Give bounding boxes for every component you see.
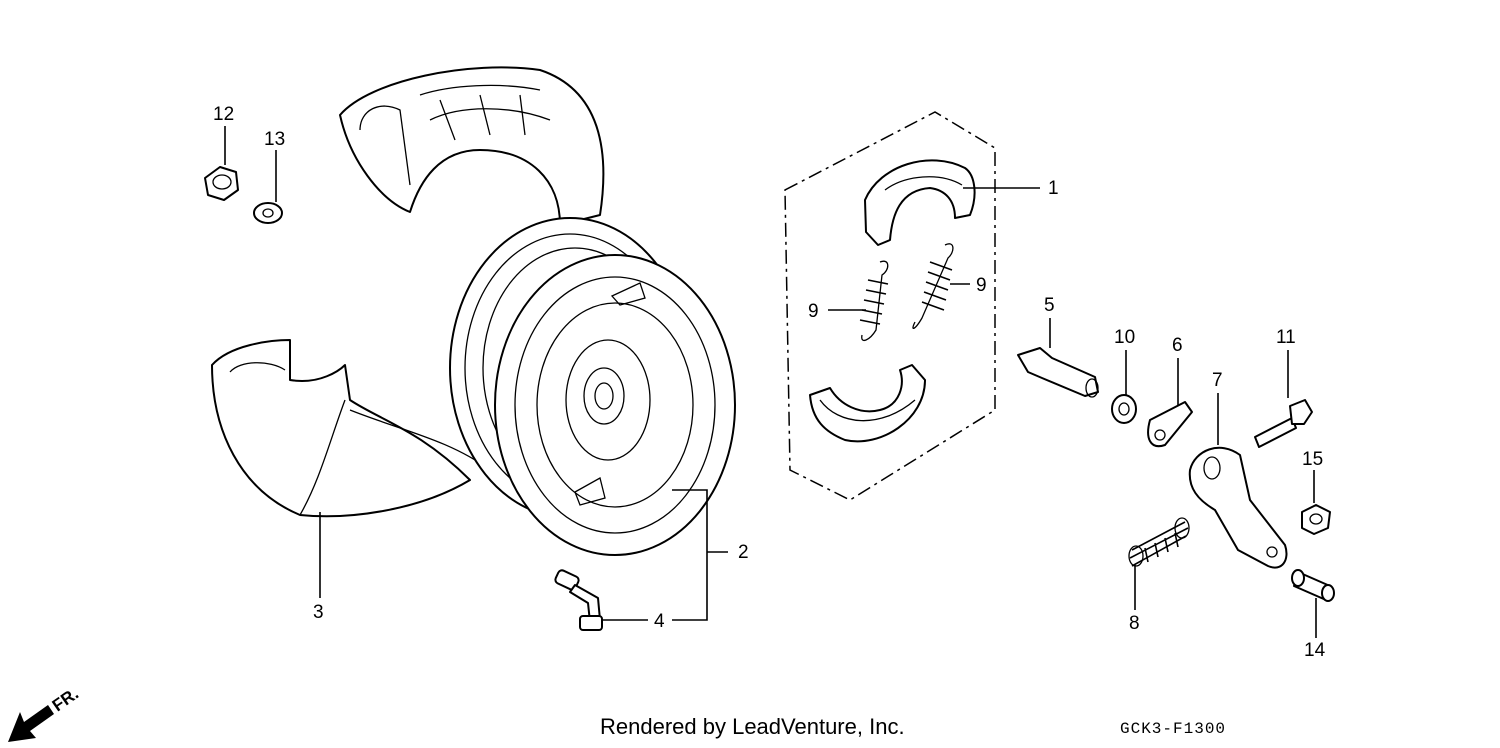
callout-1: 1 [1048, 178, 1059, 199]
arm-bolt-illustration[interactable] [1254, 399, 1313, 448]
callout-12: 12 [213, 104, 234, 125]
wear-indicator-plate-illustration[interactable] [1147, 401, 1193, 448]
callout-11: 11 [1276, 327, 1296, 348]
leader-lines [224, 126, 1317, 638]
callout-9-left: 9 [808, 301, 819, 322]
valve-stem-illustration[interactable] [554, 569, 603, 631]
callout-15: 15 [1302, 449, 1323, 470]
brake-shoe-set-outline [784, 111, 996, 501]
callout-3: 3 [313, 602, 324, 623]
callout-8: 8 [1129, 613, 1140, 634]
spring-right-illustration[interactable] [912, 243, 954, 329]
arm-nut-illustration[interactable] [1301, 504, 1331, 535]
diagram-code: GCK3-F1300 [1120, 720, 1227, 738]
callout-10: 10 [1114, 327, 1135, 348]
return-spring-illustration[interactable] [1128, 517, 1190, 567]
cam-washer-illustration[interactable] [1111, 394, 1137, 424]
brake-arm-illustration[interactable] [1188, 446, 1288, 569]
front-direction-arrow-icon [8, 705, 54, 742]
collar-illustration[interactable] [1291, 569, 1335, 602]
callout-14: 14 [1304, 640, 1326, 661]
washer-illustration[interactable] [253, 202, 283, 224]
brake-shoe-upper-illustration[interactable] [864, 159, 976, 246]
spring-left-illustration[interactable] [859, 260, 889, 342]
brake-shoe-lower-illustration[interactable] [809, 364, 926, 443]
wheel-rim-illustration[interactable] [449, 217, 736, 556]
axle-nut-illustration[interactable] [204, 166, 239, 201]
tire-illustration[interactable] [211, 66, 605, 518]
callout-7: 7 [1212, 370, 1223, 391]
callout-5: 5 [1044, 295, 1055, 316]
callout-2: 2 [738, 542, 749, 563]
callout-6: 6 [1172, 335, 1183, 356]
render-credit: Rendered by LeadVenture, Inc. [600, 714, 905, 739]
brake-cam-illustration[interactable] [1017, 347, 1099, 398]
callout-4: 4 [654, 611, 665, 632]
callout-9-right: 9 [976, 275, 987, 296]
callout-13: 13 [264, 129, 285, 150]
